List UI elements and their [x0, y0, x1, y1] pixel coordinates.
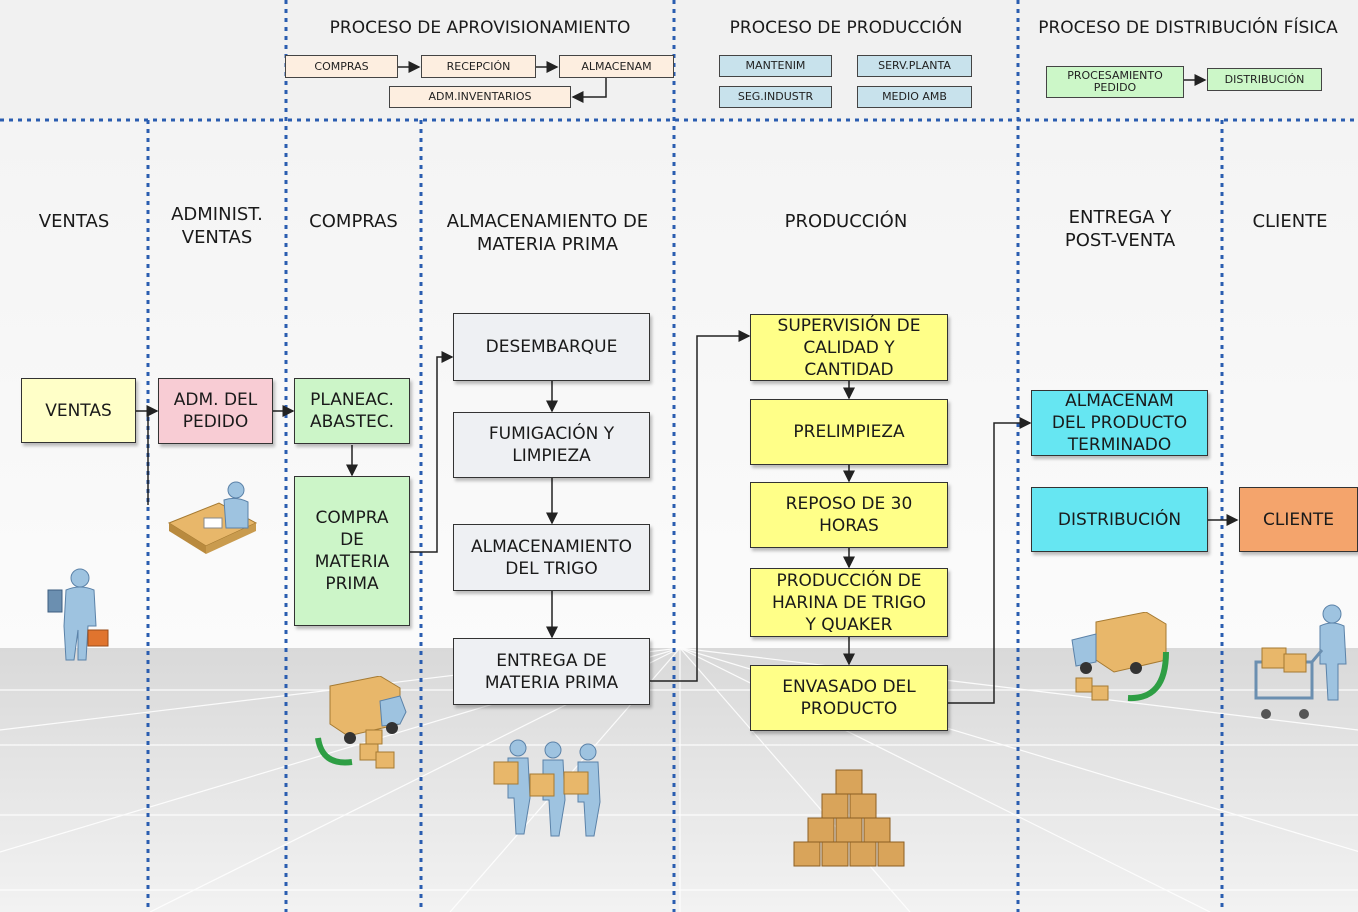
lane-cliente-header: CLIENTE — [1252, 211, 1328, 232]
produccion-harina-box: PRODUCCIÓN DE HARINA DE TRIGO Y QUAKER — [750, 568, 948, 637]
desk-worker-icon — [167, 481, 258, 554]
delivery-truck-icon — [315, 676, 407, 769]
supervision-box: SUPERVISIÓN DE CALIDAD Y CANTIDAD — [750, 314, 948, 381]
top-distribucion-box: DISTRIBUCIÓN — [1207, 68, 1322, 91]
top-adm-inventarios-box: ADM.INVENTARIOS — [389, 86, 571, 108]
entrega-materia-prima-box: ENTREGA DE MATERIA PRIMA — [453, 638, 650, 705]
lane-almacenamiento-header: ALMACENAMIENTO DE MATERIA PRIMA — [446, 211, 649, 255]
delivery-truck-icon — [1071, 612, 1169, 702]
top-serv-planta-box: SERV.PLANTA — [857, 55, 972, 77]
adm-pedido-box: ADM. DEL PEDIDO — [158, 378, 273, 444]
top-seg-industr-box: SEG.INDUSTR — [719, 86, 832, 108]
almacenam-producto-box: ALMACENAM DEL PRODUCTO TERMINADO — [1031, 390, 1208, 456]
reposo-box: REPOSO DE 30 HORAS — [750, 482, 948, 548]
top-compras-box: COMPRAS — [285, 55, 398, 78]
almacenamiento-trigo-box: ALMACENAMIENTO DEL TRIGO — [453, 524, 650, 591]
planeac-abastec-box: PLANEAC. ABASTEC. — [294, 378, 410, 444]
cliente-box: CLIENTE — [1239, 487, 1358, 552]
prelimpieza-box: PRELIMPIEZA — [750, 399, 948, 465]
salesperson-icon — [47, 568, 109, 661]
envasado-box: ENVASADO DEL PRODUCTO — [750, 665, 948, 731]
ventas-box: VENTAS — [21, 378, 136, 443]
distribucion-box: DISTRIBUCIÓN — [1031, 487, 1208, 552]
fumigacion-box: FUMIGACIÓN Y LIMPIEZA — [453, 412, 650, 478]
lane-entrega-header: ENTREGA Y POST-VENTA — [1064, 207, 1176, 251]
shopper-with-cart-icon — [1254, 604, 1347, 719]
stacked-boxes-icon — [793, 769, 905, 867]
produccion-title: PROCESO DE PRODUCCIÓN — [729, 18, 963, 38]
top-mantenim-box: MANTENIM — [719, 55, 832, 77]
workers-with-boxes-icon — [493, 739, 601, 837]
top-procesamiento-box: PROCESAMIENTO PEDIDO — [1046, 66, 1184, 98]
lane-admin-ventas-header: ADMINIST. VENTAS — [171, 204, 263, 248]
compra-materia-prima-box: COMPRA DE MATERIA PRIMA — [294, 476, 410, 626]
desembarque-box: DESEMBARQUE — [453, 313, 650, 381]
distribucion-title: PROCESO DE DISTRIBUCIÓN FÍSICA — [1038, 18, 1338, 38]
top-almacenam-box: ALMACENAM — [559, 55, 674, 78]
lane-compras-header: COMPRAS — [309, 211, 398, 232]
floor — [0, 648, 1358, 912]
aprovisionamiento-title: PROCESO DE APROVISIONAMIENTO — [329, 18, 631, 38]
lane-produccion-header: PRODUCCIÓN — [784, 211, 908, 232]
top-recepcion-box: RECEPCIÓN — [421, 55, 536, 78]
lane-ventas-header: VENTAS — [38, 211, 110, 232]
top-medio-amb-box: MEDIO AMB — [857, 86, 972, 108]
